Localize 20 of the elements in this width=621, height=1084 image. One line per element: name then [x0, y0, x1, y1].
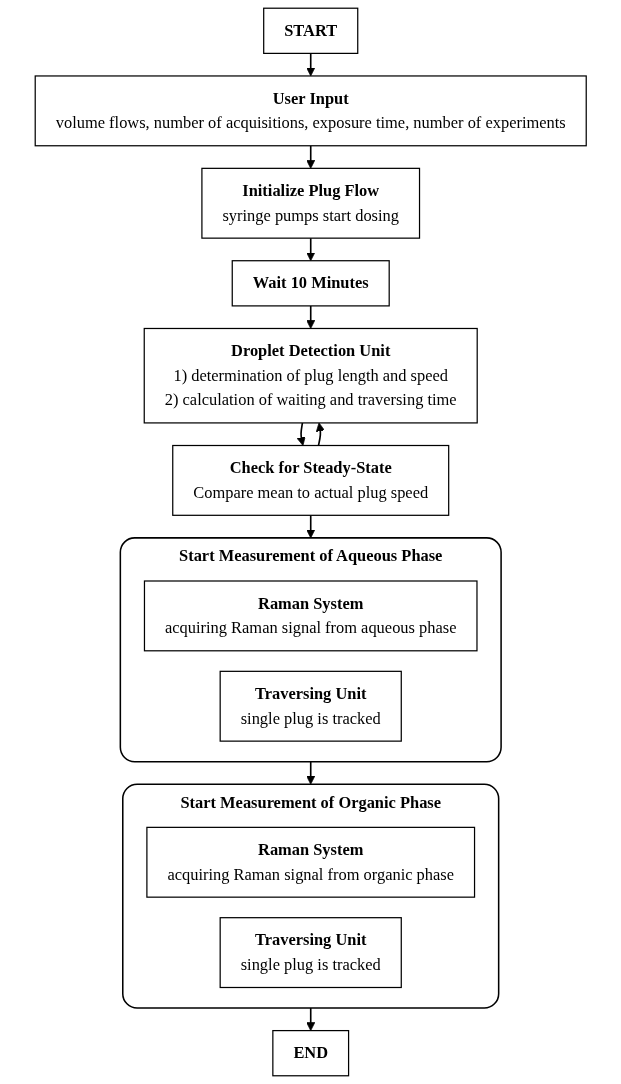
node-box: Droplet Detection Unit 1) determination of plug length and speed 2) calculation of waiting and traversing time: [143, 327, 478, 424]
node-box: Check for Steady-State Compare mean to actual plug speed: [171, 444, 450, 516]
arrow: [306, 237, 315, 262]
node-box: Raman System acquiring Raman signal from organic phase: [146, 826, 475, 898]
arrow: [315, 422, 325, 447]
arrow: [306, 514, 315, 539]
arrow: [306, 305, 315, 329]
node-box: Wait 10 Minutes: [231, 260, 390, 307]
node-box: Traversing Unit single plug is tracked: [219, 670, 402, 742]
arrow: [306, 1007, 315, 1031]
node-box: START: [262, 7, 359, 54]
node-box: Initialize Plug Flow syringe pumps start dosing: [201, 167, 420, 239]
node-box: Raman System acquiring Raman signal from aqueous phase: [143, 580, 478, 652]
arrow: [306, 144, 315, 169]
node-box: Traversing Unit single plug is tracked: [219, 917, 402, 989]
node-box: User Input volume flows, number of acquisitions, exposure time, number of experiments: [34, 75, 587, 147]
arrow: [296, 422, 306, 446]
node-box: END: [272, 1030, 349, 1077]
arrow: [306, 760, 315, 785]
arrow: [306, 52, 315, 77]
